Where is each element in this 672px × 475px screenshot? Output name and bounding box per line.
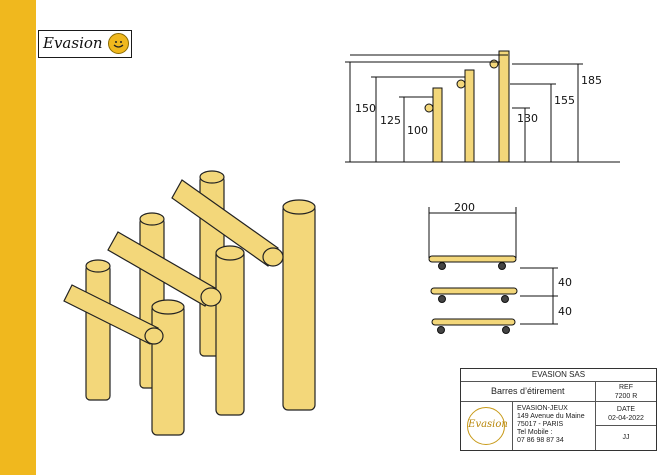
dim-label-125: 125 bbox=[380, 114, 401, 127]
bar-mid bbox=[107, 231, 216, 307]
address-line: 07 86 98 87 34 bbox=[517, 437, 564, 444]
reference-cell: REF 7200 R bbox=[596, 382, 656, 402]
title-block-logo-text: Evasion bbox=[468, 419, 508, 430]
dim-label-100: 100 bbox=[407, 124, 428, 137]
post-back-right bbox=[282, 204, 316, 411]
post-short bbox=[432, 87, 443, 163]
post-tall bbox=[498, 50, 510, 163]
bar-end-short bbox=[424, 103, 434, 113]
title-block: EVASION SAS Barres d’étirement REF 7200 … bbox=[460, 368, 657, 451]
address-line: 149 Avenue du Maine bbox=[517, 413, 585, 420]
ref-label: REF bbox=[619, 384, 633, 391]
date-value: 02-04-2022 bbox=[608, 415, 644, 422]
ref-value: 7200 R bbox=[614, 393, 638, 400]
date-cell: DATE 02-04-2022 bbox=[596, 402, 656, 426]
bar-end-tall bbox=[489, 59, 499, 69]
product-name: Barres d’étirement bbox=[461, 382, 596, 402]
address-block: EVASION-JEUX 149 Avenue du Maine 75017 -… bbox=[513, 402, 596, 450]
bar-top-view-3 bbox=[431, 318, 516, 326]
logo-circle-icon bbox=[467, 407, 505, 445]
post-medium bbox=[464, 69, 475, 163]
dim-label-150: 150 bbox=[355, 102, 376, 115]
bar-end-medium bbox=[456, 79, 466, 89]
dim-label-130: 130 bbox=[517, 112, 538, 125]
dim-label-40-a: 40 bbox=[558, 276, 572, 289]
brand-logo: Evasion bbox=[38, 30, 132, 58]
address-line: EVASION-JEUX bbox=[517, 405, 568, 412]
bar-top-view-2 bbox=[430, 287, 518, 295]
date-label: DATE bbox=[616, 406, 636, 413]
brand-logo-text: Evasion bbox=[43, 34, 103, 52]
post-front-right bbox=[151, 304, 185, 436]
smiley-sun-icon bbox=[108, 33, 129, 54]
post-front-left bbox=[85, 264, 111, 401]
address-line: 75017 - PARIS bbox=[517, 421, 564, 428]
yellow-sidebar-band bbox=[0, 0, 36, 475]
elevation-view bbox=[345, 50, 620, 163]
perspective-sketch bbox=[63, 170, 316, 436]
title-block-logo: Evasion bbox=[461, 402, 513, 450]
bar-front bbox=[63, 284, 159, 345]
top-view bbox=[428, 207, 558, 334]
dim-label-185: 185 bbox=[581, 74, 602, 87]
post-mid-right bbox=[215, 249, 245, 416]
dim-label-40-b: 40 bbox=[558, 305, 572, 318]
dim-label-200: 200 bbox=[454, 201, 475, 214]
bar-back bbox=[171, 179, 279, 267]
author-initials: JJ bbox=[622, 434, 630, 441]
address-line: Tel Mobile : bbox=[517, 429, 553, 436]
company-name: EVASION SAS bbox=[461, 369, 656, 382]
bar-top-view-1 bbox=[428, 255, 517, 263]
dim-label-155: 155 bbox=[554, 94, 575, 107]
